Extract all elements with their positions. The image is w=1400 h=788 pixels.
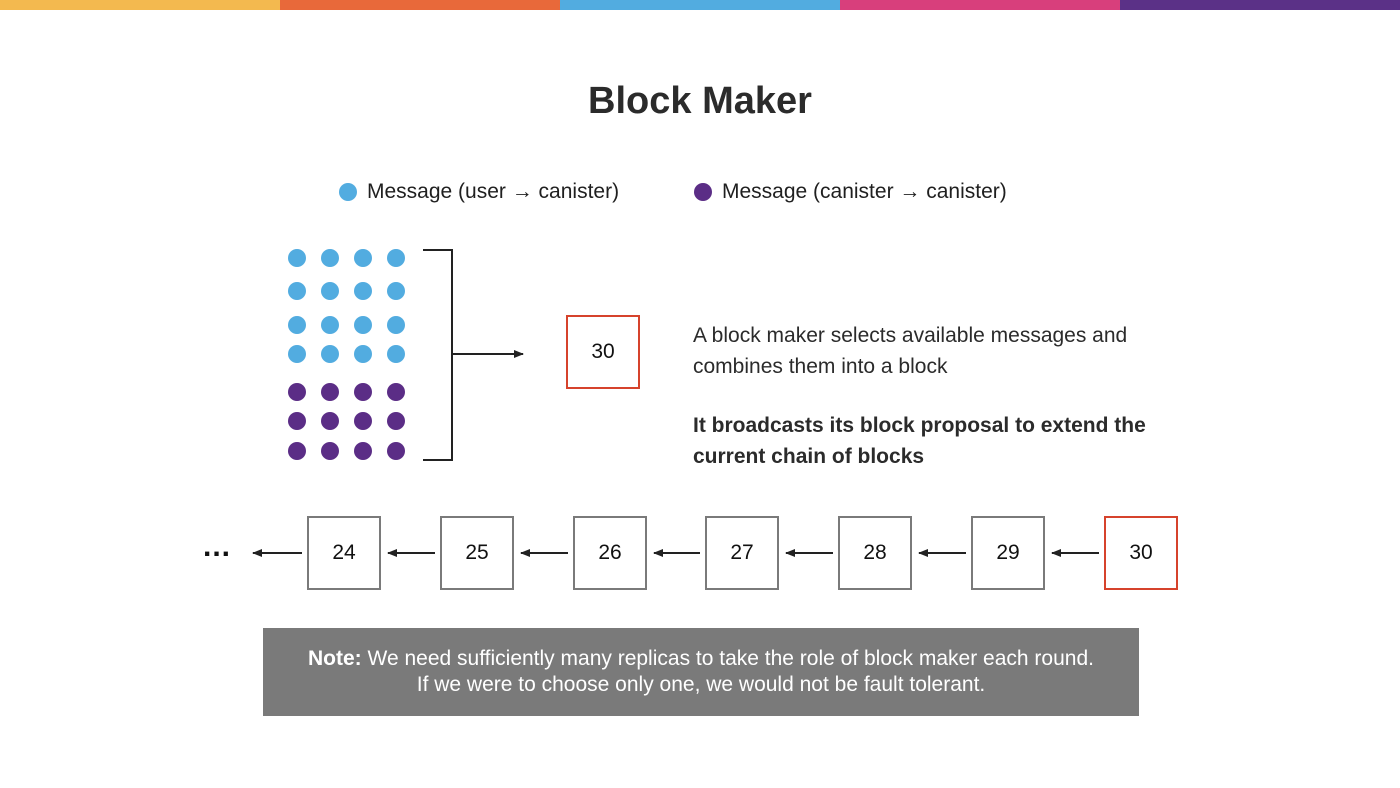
canister-message-dot-icon — [694, 183, 712, 201]
proposed-block-label: 30 — [591, 340, 615, 363]
user-message-dot-icon — [339, 183, 357, 201]
chain-block-30: 30 — [1104, 516, 1178, 590]
chain-block-label: 28 — [863, 541, 887, 564]
user-message-dot — [288, 345, 306, 363]
canister-message-dot — [354, 442, 372, 460]
chain-block-26: 26 — [573, 516, 647, 590]
legend-user-message: Message (user → canister) — [339, 180, 619, 204]
legend-canister-message-label: Message (canister → canister) — [722, 180, 1007, 203]
chain-block-label: 25 — [465, 541, 489, 564]
user-message-dot — [387, 345, 405, 363]
canister-message-dot — [354, 412, 372, 430]
chain-block-label: 26 — [598, 541, 622, 564]
note-line-2: If we were to choose only one, we would … — [416, 673, 986, 696]
note-line-1: Note: We need sufficiently many replicas… — [263, 646, 1139, 672]
user-message-dot — [354, 249, 372, 267]
canister-message-dot — [387, 442, 405, 460]
user-message-dot — [387, 316, 405, 334]
user-message-dot — [288, 249, 306, 267]
top-color-bar — [0, 0, 1400, 10]
chain-block-29: 29 — [971, 516, 1045, 590]
user-message-dot — [354, 316, 372, 334]
note-prefix: Note: — [308, 647, 362, 670]
topbar-segment-5 — [1120, 0, 1400, 10]
chain-ellipsis: ... — [203, 530, 232, 563]
user-message-dot — [354, 282, 372, 300]
canister-message-dot — [321, 383, 339, 401]
note-box: Note: We need sufficiently many replicas… — [263, 628, 1139, 716]
description-text: A block maker selects available messages… — [693, 324, 1128, 378]
canister-message-dot — [387, 383, 405, 401]
legend-user-message-label: Message (user → canister) — [367, 180, 620, 203]
user-message-dot — [387, 282, 405, 300]
user-message-dot — [288, 282, 306, 300]
note-line-1-text: We need sufficiently many replicas to ta… — [361, 647, 1094, 670]
user-message-dot — [354, 345, 372, 363]
chain-block-24: 24 — [307, 516, 381, 590]
description-broadcast-text: It broadcasts its block proposal to exte… — [693, 414, 1146, 468]
canister-message-dot — [354, 383, 372, 401]
user-message-dot — [387, 249, 405, 267]
topbar-segment-4 — [840, 0, 1120, 10]
user-message-dot — [321, 345, 339, 363]
topbar-segment-2 — [280, 0, 560, 10]
canister-message-dot — [387, 412, 405, 430]
chain-block-28: 28 — [838, 516, 912, 590]
user-message-dot — [321, 282, 339, 300]
chain-block-label: 29 — [996, 541, 1020, 564]
legend-canister-message: Message (canister → canister) — [694, 180, 1007, 204]
chain-block-25: 25 — [440, 516, 514, 590]
canister-message-dot — [288, 412, 306, 430]
proposed-block: 30 — [566, 315, 640, 389]
message-pool — [288, 249, 418, 464]
topbar-segment-1 — [0, 0, 280, 10]
canister-message-dot — [288, 383, 306, 401]
canister-message-dot — [321, 412, 339, 430]
canister-message-dot — [288, 442, 306, 460]
chain-block-label: 24 — [332, 541, 356, 564]
user-message-dot — [288, 316, 306, 334]
user-message-dot — [321, 249, 339, 267]
topbar-segment-3 — [560, 0, 840, 10]
chain-block-label: 30 — [1129, 541, 1153, 564]
chain-block-27: 27 — [705, 516, 779, 590]
canister-message-dot — [321, 442, 339, 460]
chain-block-label: 27 — [730, 541, 754, 564]
selection-bracket — [423, 249, 453, 461]
user-message-dot — [321, 316, 339, 334]
page-title: Block Maker — [588, 80, 812, 122]
